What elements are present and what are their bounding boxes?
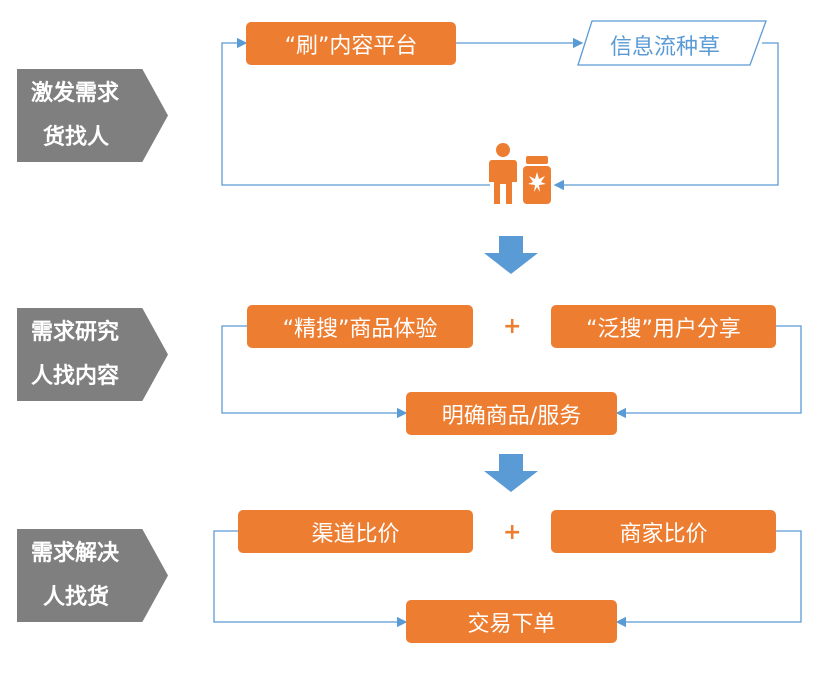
stage-1-line1: 激发需求 [31, 80, 120, 106]
merchant-price-compare-box: 商家比价 [551, 510, 776, 553]
plus-sign-row3: + [503, 520, 522, 545]
channel-price-compare-box: 渠道比价 [238, 510, 473, 553]
stage-label-demand-research: 需求研究 人找内容 [17, 308, 168, 401]
precise-search-box: “精搜”商品体验 [247, 305, 473, 348]
stage-1-line2: 货找人 [43, 124, 110, 150]
stage-label-demand-trigger: 激发需求 货找人 [17, 69, 168, 162]
line-channel-to-order [213, 530, 408, 628]
stage-2-line1: 需求研究 [31, 319, 120, 345]
broad-search-box: “泛搜”用户分享 [551, 305, 776, 348]
stage-2-line2: 人找内容 [31, 363, 120, 389]
stage-label-demand-solve: 需求解决 人找货 [17, 529, 168, 622]
down-arrow-2 [484, 454, 538, 492]
line-broad-to-result [615, 325, 802, 419]
line-merchant-to-order [615, 530, 802, 628]
stage-3-line1: 需求解决 [31, 540, 120, 566]
feed-seeding-label: 信息流种草 [610, 35, 721, 60]
down-arrow-1 [484, 236, 538, 274]
person-with-product-jar-icon [484, 138, 556, 208]
content-platform-box: “刷”内容平台 [246, 22, 456, 65]
clear-product-service-box: 明确商品/服务 [406, 392, 617, 435]
line-precise-to-result [221, 325, 408, 419]
feed-seeding-shape [577, 20, 767, 66]
line-feed-to-person [553, 42, 779, 191]
plus-sign-row2: + [503, 314, 522, 339]
place-order-box: 交易下单 [406, 600, 617, 643]
stage-3-line2: 人找货 [43, 584, 110, 610]
line-person-to-platform [221, 37, 490, 186]
